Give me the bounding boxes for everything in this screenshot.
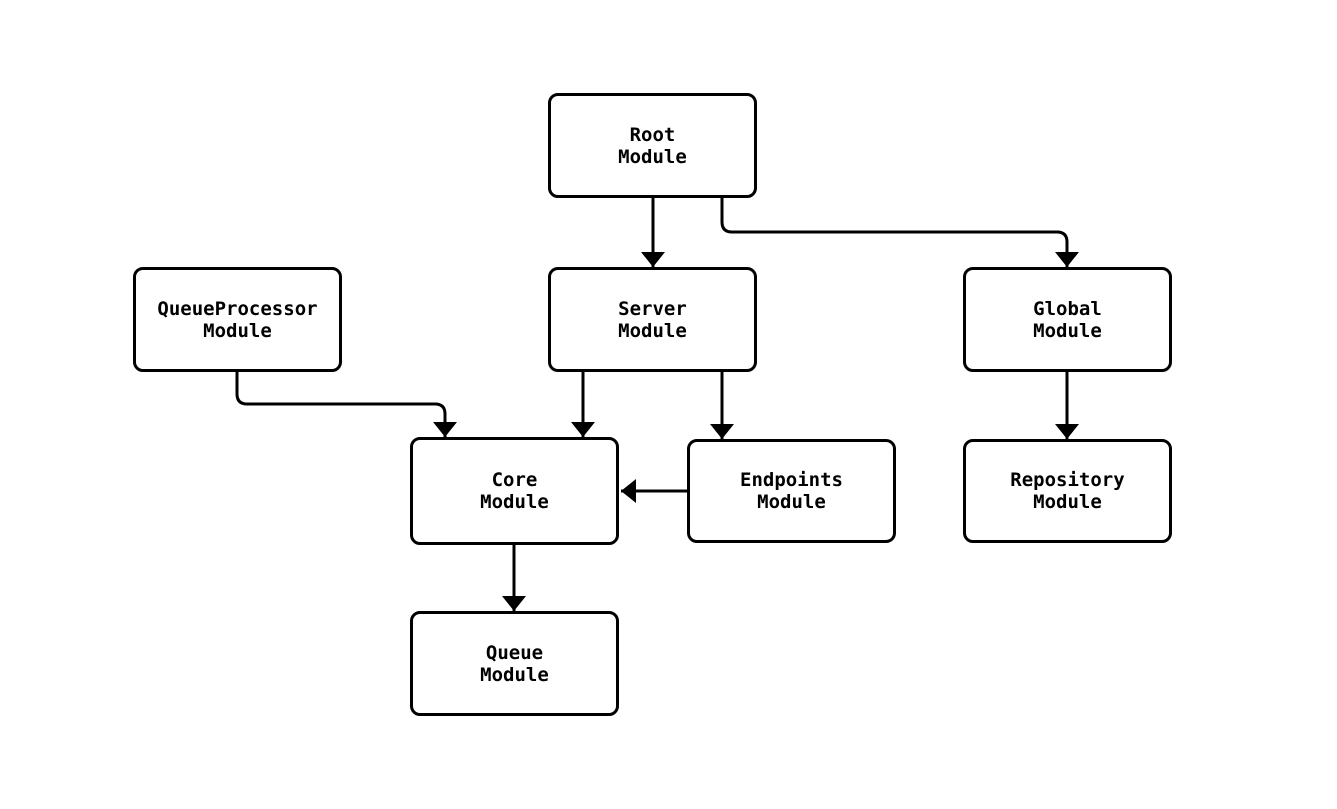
node-core-module-label-line2: Module: [480, 491, 549, 513]
node-queue-module-label-line1: Queue: [485, 641, 544, 664]
node-endpoints-module-label-line2: Module: [757, 491, 826, 513]
edge-root-to-global: [720, 198, 1079, 267]
node-root-module-label-line1: Root: [629, 123, 676, 146]
node-queue-module: Queue Module: [410, 611, 619, 716]
node-core-module: Core Module: [410, 437, 619, 545]
node-queueprocessor-module-label-line2: Module: [203, 319, 272, 342]
node-queue-module-label-line2: Module: [480, 663, 549, 686]
node-endpoints-module: Endpoints Module: [687, 439, 896, 543]
node-server-module-label-line2: Module: [618, 319, 687, 342]
node-root-module: Root Module: [548, 93, 757, 198]
node-global-module-label-line1: Global: [1033, 297, 1102, 320]
node-root-module-label-line2: Module: [618, 145, 687, 168]
node-core-module-label-line1: Core: [491, 469, 538, 491]
node-repository-module: Repository Module: [963, 439, 1172, 543]
node-global-module: Global Module: [963, 267, 1172, 372]
node-endpoints-module-label-line1: Endpoints: [740, 469, 843, 491]
node-repository-module-label-line1: Repository: [1010, 469, 1125, 491]
node-queueprocessor-module-label-line1: QueueProcessor: [157, 297, 318, 320]
node-queueprocessor-module: QueueProcessor Module: [133, 267, 342, 372]
edge-queueprocessor-to-core: [235, 372, 457, 437]
node-server-module-label-line1: Server: [618, 297, 687, 320]
node-global-module-label-line2: Module: [1033, 319, 1102, 342]
node-repository-module-label-line2: Module: [1033, 491, 1102, 513]
node-server-module: Server Module: [548, 267, 757, 372]
